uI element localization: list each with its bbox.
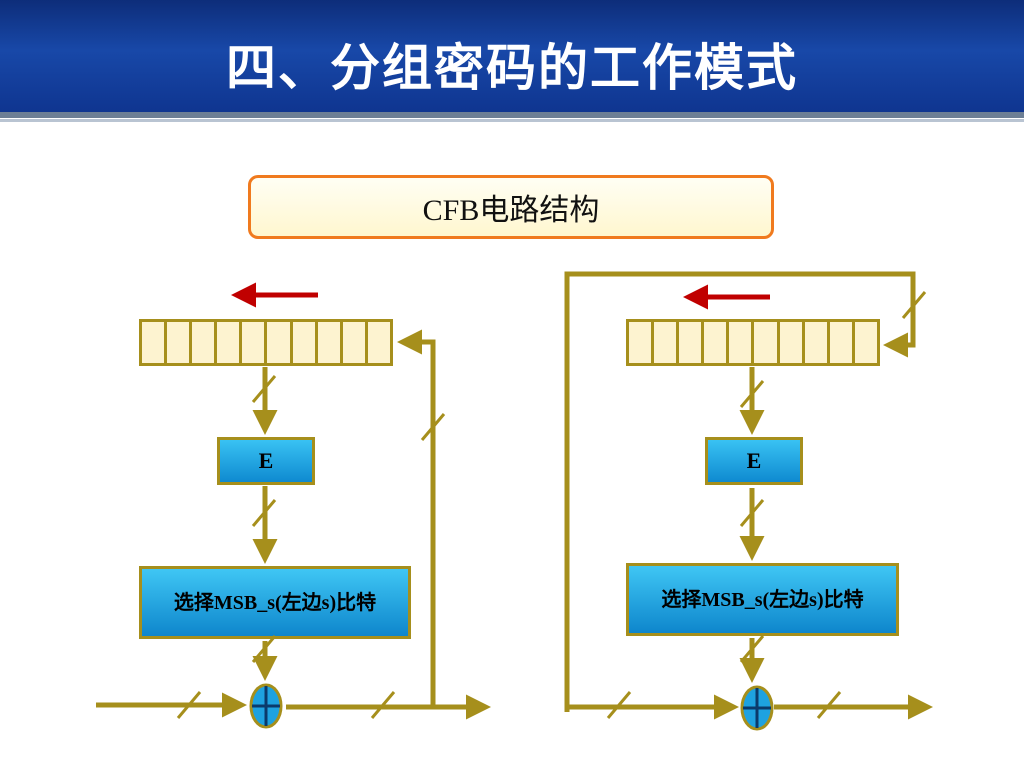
left-feedback-wire bbox=[397, 329, 436, 707]
width-slash bbox=[251, 499, 277, 527]
title-bar-divider bbox=[0, 112, 1024, 118]
width-slash bbox=[251, 375, 277, 403]
left-xor-symbol bbox=[249, 683, 283, 729]
width-slash bbox=[606, 691, 632, 719]
width-slash bbox=[370, 691, 396, 719]
right-shift-register bbox=[626, 319, 880, 366]
title-bar bbox=[0, 0, 1024, 112]
right-xor-symbol bbox=[740, 685, 774, 731]
width-slash bbox=[420, 413, 446, 441]
width-slash bbox=[176, 691, 202, 719]
left-select-box: 选择MSB_s(左边s)比特 bbox=[139, 566, 411, 639]
width-slash bbox=[739, 499, 765, 527]
left-encrypt-box: E bbox=[217, 437, 315, 485]
cross-feedback-wire bbox=[564, 271, 916, 712]
width-slash bbox=[739, 380, 765, 408]
right-select-box: 选择MSB_s(左边s)比特 bbox=[626, 563, 899, 636]
page-title: 四、分组密码的工作模式 bbox=[226, 39, 798, 97]
diagram-title: CFB电路结构 bbox=[248, 175, 774, 239]
width-slash bbox=[739, 635, 765, 663]
width-slash bbox=[251, 635, 277, 663]
title-bar-divider-light bbox=[0, 119, 1024, 122]
width-slash bbox=[901, 291, 927, 319]
width-slash bbox=[816, 691, 842, 719]
left-shift-register bbox=[139, 319, 393, 366]
right-encrypt-box: E bbox=[705, 437, 803, 485]
